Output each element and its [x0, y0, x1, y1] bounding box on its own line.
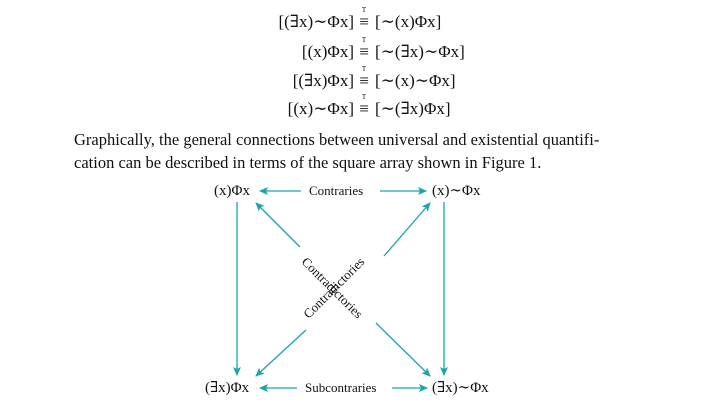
equivalence-rhs: [∼(∃x)Φx]: [375, 99, 451, 118]
diagonal-arrow-to-top-left: [255, 202, 301, 248]
diagonal-arrow-to-bottom-left: [255, 329, 307, 377]
tautological-equivalence-symbol: T ≡: [359, 93, 369, 118]
equivalence-lhs: [(∃x)Φx]: [292, 71, 354, 90]
diagonal-arrow-to-top-right: [383, 202, 431, 257]
equivalence-rhs: [∼(x)∼Φx]: [375, 71, 456, 90]
equivalence-row: [(∃x)Φx] T ≡ [∼(x)∼Φx]: [0, 65, 708, 93]
equivalence-rhs: [∼(∃x)∼Φx]: [375, 42, 465, 61]
equivalence-row: [(x)Φx] T ≡ [∼(∃x)∼Φx]: [0, 36, 708, 64]
contraries-label: Contraries: [306, 183, 367, 199]
equivalence-lhs: [(x)∼Φx]: [287, 99, 354, 118]
tautological-equivalence-symbol: T ≡: [359, 6, 369, 31]
equivalence-row: [(∃x)∼Φx] T ≡ [∼(x)Φx]: [0, 6, 708, 34]
bottom-right-proposition: (∃x)∼Φx: [432, 380, 489, 396]
bottom-left-proposition: (∃x)Φx: [205, 380, 250, 396]
tautological-equivalence-symbol: T ≡: [359, 65, 369, 90]
equivalence-lhs: [(∃x)∼Φx]: [278, 12, 354, 31]
subcontraries-label: Subcontraries: [302, 380, 380, 396]
paragraph-line: cation can be described in terms of the …: [74, 153, 542, 172]
diagonal-arrow-to-bottom-right: [375, 322, 431, 377]
body-paragraph: Graphically, the general connections bet…: [74, 128, 674, 174]
equivalence-rhs: [∼(x)Φx]: [375, 12, 442, 31]
equivalence-lhs: [(x)Φx]: [301, 42, 354, 61]
top-right-proposition: (x)∼Φx: [432, 183, 481, 199]
paragraph-line: Graphically, the general connections bet…: [74, 130, 600, 149]
tautological-equivalence-symbol: T ≡: [359, 36, 369, 61]
equivalence-row: [(x)∼Φx] T ≡ [∼(∃x)Φx]: [0, 93, 708, 121]
top-left-proposition: (x)Φx: [214, 183, 250, 199]
